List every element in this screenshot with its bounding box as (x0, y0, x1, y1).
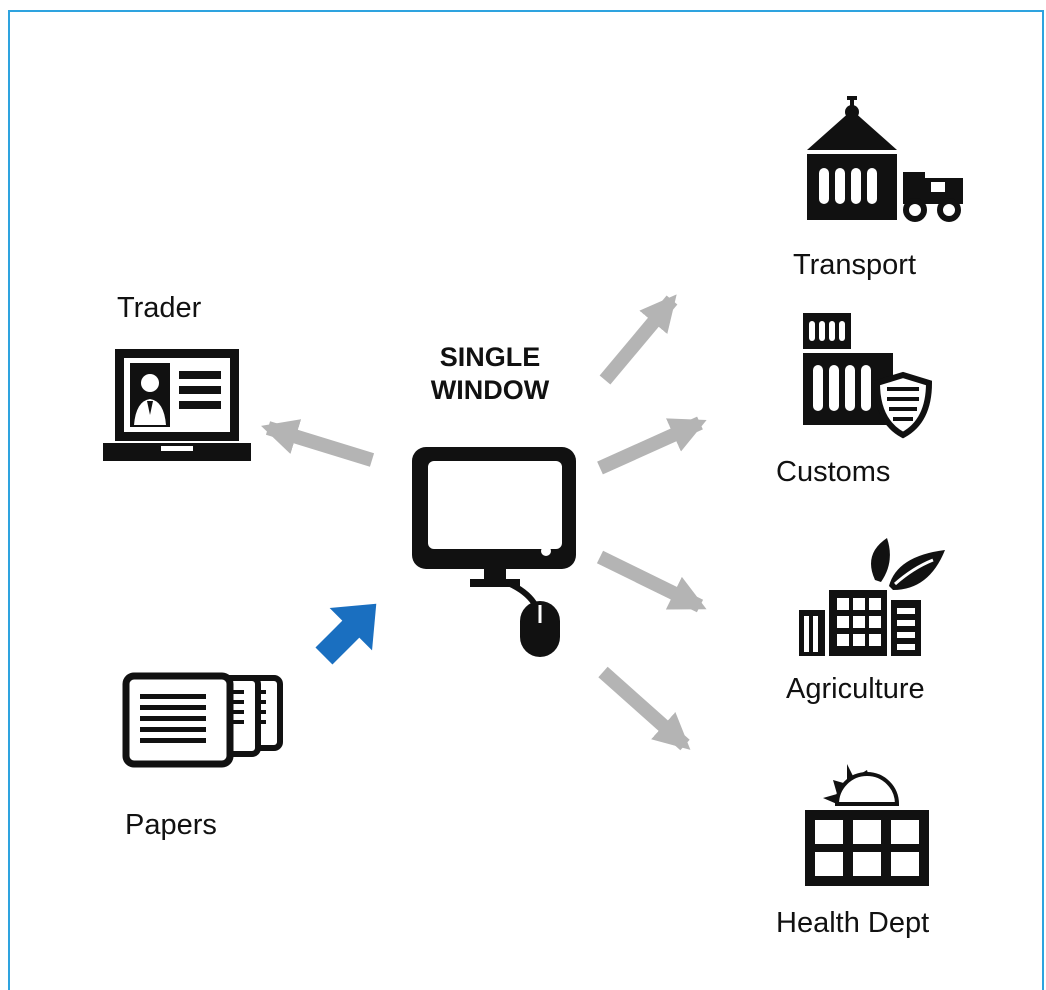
health-label: Health Dept (776, 907, 930, 939)
building-shield-icon (803, 313, 933, 439)
arrow-to-trader (261, 419, 375, 467)
arrow-to-transport (599, 294, 678, 385)
arrow-to-health (598, 666, 691, 751)
building-leaves-icon (799, 538, 945, 656)
center-title: SINGLE WINDOW (390, 341, 590, 407)
building-truck-icon (807, 96, 963, 222)
papers-label: Papers (125, 809, 217, 841)
arrow-to-agriculture (596, 550, 707, 613)
trader-label: Trader (117, 292, 202, 324)
diagram-frame (8, 10, 1044, 990)
customs-label: Customs (776, 456, 891, 488)
documents-icon (122, 672, 283, 768)
arrow-papers-to-center (315, 603, 377, 665)
building-sun-icon (805, 764, 929, 886)
title-line1: SINGLE (439, 342, 541, 372)
agriculture-label: Agriculture (786, 673, 925, 705)
computer-icon (412, 447, 576, 657)
title-line2: WINDOW (430, 375, 550, 406)
laptop-person-icon (103, 349, 251, 461)
transport-label: Transport (793, 249, 917, 281)
arrow-to-customs (597, 416, 707, 475)
